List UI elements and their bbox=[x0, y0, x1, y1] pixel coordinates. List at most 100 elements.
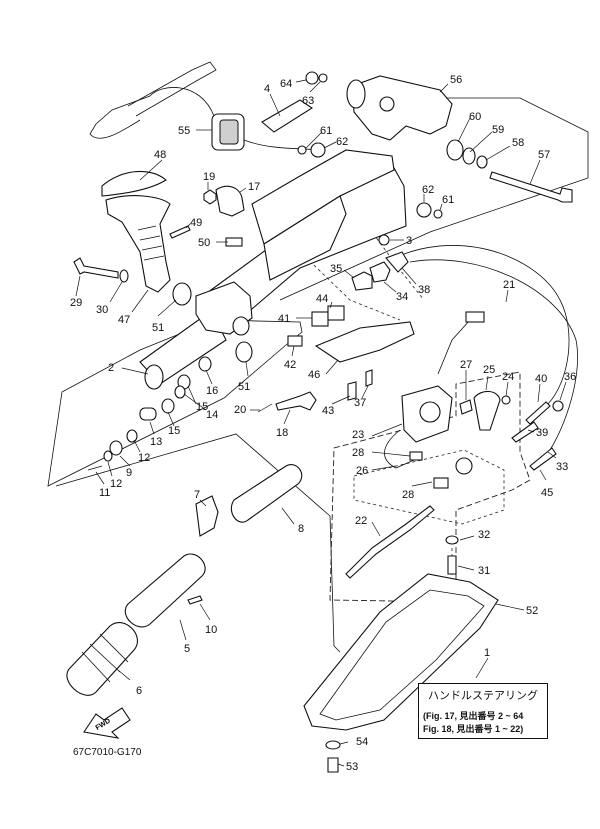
bush-51b bbox=[235, 341, 253, 363]
collar-62b bbox=[416, 202, 432, 218]
clamp-42 bbox=[287, 335, 303, 347]
callout-55: 55 bbox=[178, 125, 190, 137]
callout-62b: 62 bbox=[422, 184, 434, 196]
grip-5 bbox=[124, 553, 206, 628]
callout-25: 25 bbox=[483, 364, 495, 376]
screw-49 bbox=[169, 225, 191, 239]
cover-52 bbox=[303, 573, 499, 731]
grip-47 bbox=[105, 195, 171, 293]
diagram-code: 67C7010-G170 bbox=[73, 747, 142, 758]
callout-10: 10 bbox=[205, 624, 217, 636]
callout-51a: 51 bbox=[152, 322, 164, 334]
callout-6: 6 bbox=[136, 685, 142, 697]
callout-37: 37 bbox=[354, 397, 366, 409]
plate-4 bbox=[261, 99, 314, 133]
grip-6-ribs bbox=[81, 633, 129, 683]
lever-18 bbox=[275, 391, 317, 411]
callout-15a: 15 bbox=[196, 401, 208, 413]
callout-30: 30 bbox=[96, 304, 108, 316]
washer-60 bbox=[446, 139, 464, 161]
bracket-25 bbox=[473, 390, 501, 431]
callout-12a: 12 bbox=[138, 452, 150, 464]
callout-28b: 28 bbox=[402, 489, 414, 501]
callout-8: 8 bbox=[298, 523, 304, 535]
callout-42: 42 bbox=[284, 359, 296, 371]
callout-41: 41 bbox=[278, 313, 290, 325]
callout-53: 53 bbox=[346, 761, 358, 773]
clamp-44 bbox=[327, 305, 345, 321]
callout-14: 14 bbox=[206, 409, 218, 421]
link-27 bbox=[459, 399, 473, 415]
cable-end-40 bbox=[525, 401, 551, 425]
callout-64: 64 bbox=[280, 78, 292, 90]
callout-11: 11 bbox=[99, 487, 110, 499]
callout-4: 4 bbox=[264, 83, 270, 95]
callout-5: 5 bbox=[184, 643, 190, 655]
screw-53 bbox=[327, 757, 339, 773]
washer-12b bbox=[103, 450, 113, 462]
callout-51b: 51 bbox=[238, 381, 250, 393]
callout-46: 46 bbox=[308, 369, 320, 381]
clip-35 bbox=[351, 271, 373, 291]
callout-3: 3 bbox=[406, 235, 412, 247]
callout-1: 1 bbox=[484, 647, 490, 659]
washer-30 bbox=[119, 269, 129, 283]
callout-39: 39 bbox=[536, 427, 548, 439]
cover-52-inner bbox=[319, 589, 485, 721]
callout-31: 31 bbox=[478, 565, 490, 577]
callout-29: 29 bbox=[70, 297, 82, 309]
callout-56: 56 bbox=[450, 74, 462, 86]
grip-6 bbox=[66, 622, 138, 696]
clip-24 bbox=[501, 395, 511, 405]
sleeve-8 bbox=[230, 464, 303, 523]
callout-19: 19 bbox=[203, 171, 215, 183]
upper-bracket bbox=[351, 75, 453, 141]
callout-45: 45 bbox=[541, 487, 553, 499]
fwd-arrow bbox=[83, 707, 131, 739]
callout-59: 59 bbox=[492, 124, 504, 136]
bracket-boss bbox=[346, 79, 366, 109]
callout-24: 24 bbox=[502, 371, 514, 383]
clamp-41 bbox=[311, 311, 329, 327]
tiller-end bbox=[144, 364, 164, 390]
callout-63: 63 bbox=[302, 95, 314, 107]
holder-17 bbox=[215, 185, 245, 217]
callout-2: 2 bbox=[108, 362, 114, 374]
nut-19 bbox=[203, 189, 217, 205]
callout-13: 13 bbox=[150, 436, 162, 448]
callout-15b: 15 bbox=[168, 425, 180, 437]
clip-34 bbox=[369, 261, 391, 283]
harness-55 bbox=[89, 87, 215, 139]
spacer-50 bbox=[225, 237, 243, 247]
callout-43: 43 bbox=[322, 405, 334, 417]
callout-50: 50 bbox=[198, 237, 210, 249]
bush-51a bbox=[172, 282, 192, 306]
wire-26 bbox=[384, 429, 415, 469]
plate-46 bbox=[314, 321, 415, 363]
callout-61a: 61 bbox=[320, 125, 332, 137]
callout-62a: 62 bbox=[336, 136, 348, 148]
callout-18: 18 bbox=[276, 427, 288, 439]
note-line-2: Fig. 18, 見出番号 1 ~ 22) bbox=[423, 724, 524, 734]
callout-9: 9 bbox=[126, 467, 132, 479]
grip-assembly-outline bbox=[55, 433, 341, 653]
note-line-1: (Fig. 17, 見出番号 2 ~ 64 bbox=[423, 711, 524, 721]
knob-48 bbox=[101, 170, 167, 197]
cable-22 bbox=[345, 505, 435, 579]
callout-48: 48 bbox=[154, 149, 166, 161]
steering-arm-side bbox=[263, 195, 347, 281]
note-title: ハンドルステアリング bbox=[428, 690, 538, 702]
washer-59 bbox=[462, 147, 476, 165]
callout-26: 26 bbox=[356, 465, 368, 477]
collar-62 bbox=[310, 142, 326, 158]
callout-52: 52 bbox=[526, 605, 538, 617]
callout-47: 47 bbox=[118, 314, 130, 326]
control-pulley bbox=[419, 401, 441, 423]
pin-20 bbox=[257, 403, 273, 413]
collar-14 bbox=[174, 385, 186, 399]
switch-55-face bbox=[219, 119, 239, 145]
bush-9 bbox=[109, 440, 123, 456]
cable-end-45 bbox=[529, 447, 557, 471]
callout-60: 60 bbox=[469, 111, 481, 123]
